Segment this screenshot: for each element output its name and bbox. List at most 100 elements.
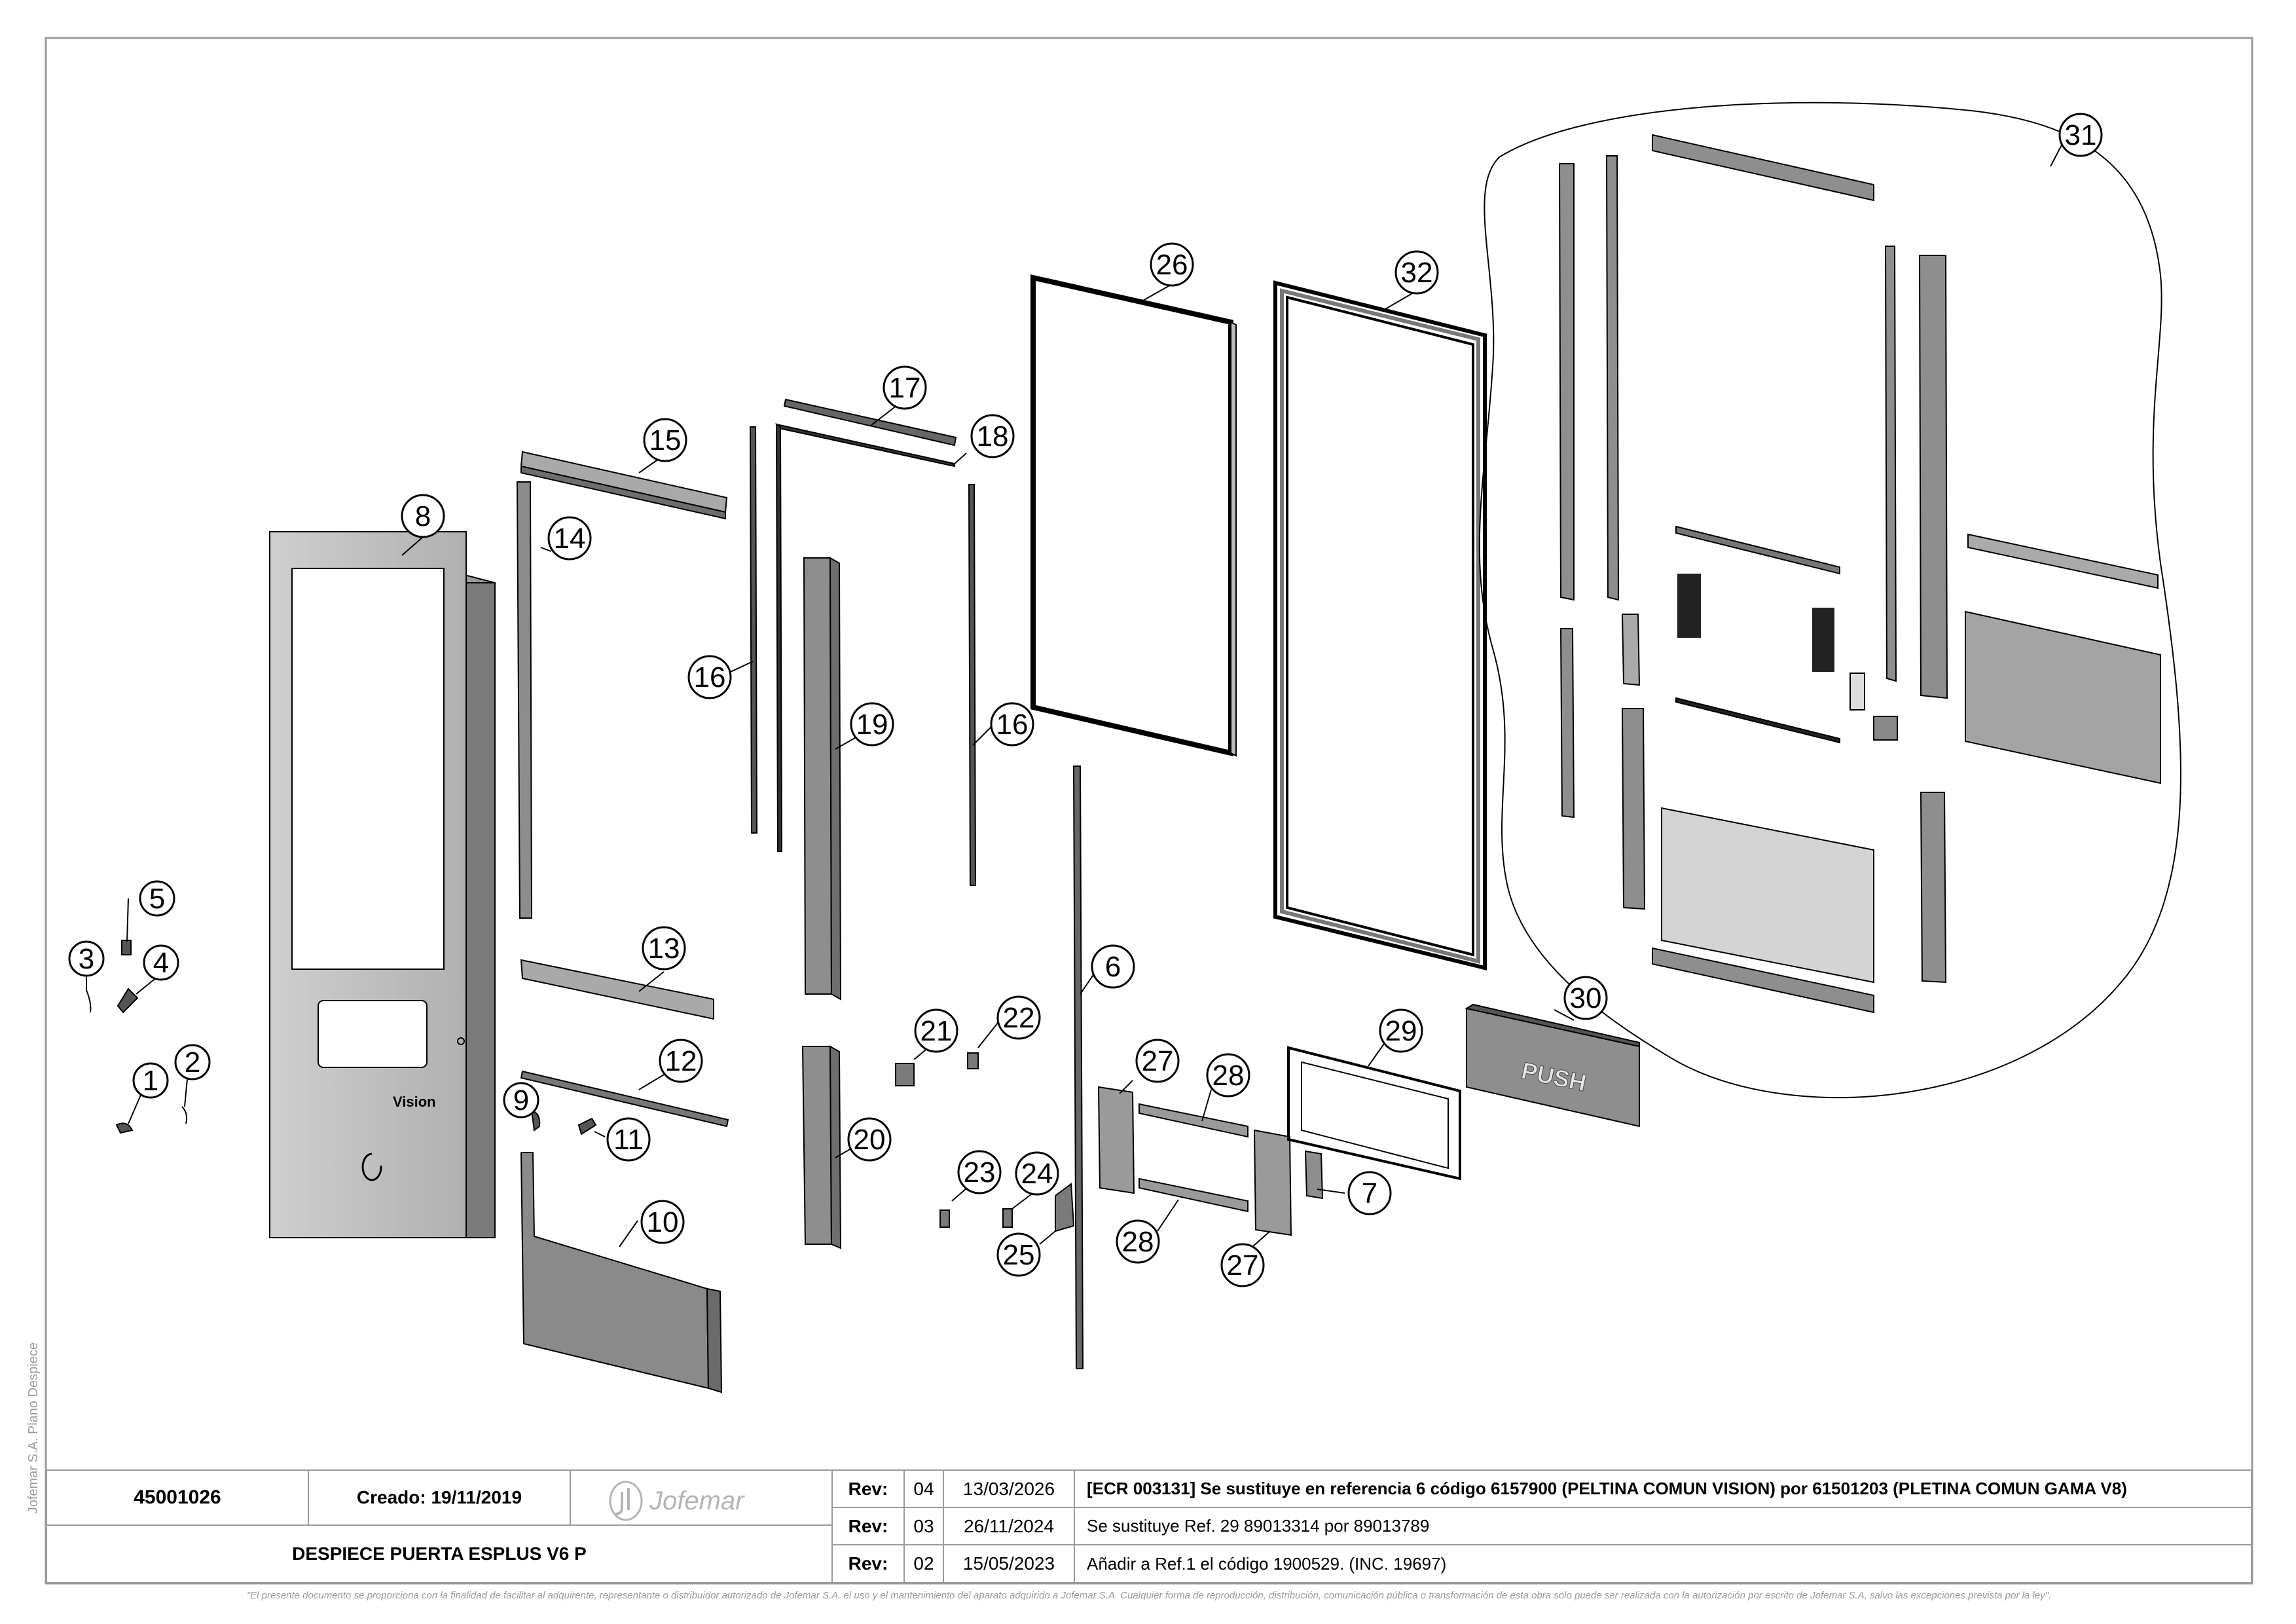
callout-7: 7 (1347, 1171, 1392, 1215)
part-push-panel: PUSH (1465, 1003, 1640, 1128)
part-common-bar (1072, 766, 1084, 1369)
company-logo: Jofemar (608, 1475, 797, 1527)
legal-disclaimer: "El presente documento se proporciona co… (246, 1590, 2052, 1601)
callout-15: 15 (643, 418, 687, 462)
part-lower-panel (520, 1152, 723, 1393)
svg-text:27: 27 (1227, 1249, 1259, 1282)
sheet-border (45, 37, 2253, 1585)
rev-number: 02 (905, 1545, 944, 1582)
callout-21: 21 (914, 1008, 958, 1053)
svg-text:16: 16 (694, 661, 726, 693)
title-block: 45001026 Creado: 19/11/2019 DESPIECE PUE… (46, 1469, 2252, 1583)
svg-text:29: 29 (1385, 1015, 1417, 1047)
rev-description: Añadir a Ref.1 el código 1900529. (INC. … (1087, 1553, 1447, 1574)
logo-cell (571, 1471, 833, 1526)
callout-8: 8 (401, 494, 445, 538)
callout-24: 24 (1015, 1151, 1059, 1196)
rev-label: Rev: (833, 1545, 905, 1582)
part-lock-profile (801, 1045, 842, 1249)
door-brand-text: Vision (393, 1094, 436, 1110)
svg-text:13: 13 (648, 932, 680, 965)
svg-text:9: 9 (513, 1084, 529, 1116)
part-glass-pane (1030, 274, 1237, 757)
part-gasket-frame (1273, 280, 1487, 970)
rev-number: 03 (905, 1508, 944, 1545)
part-small-hardware (86, 940, 188, 1134)
svg-text:19: 19 (856, 709, 888, 741)
part-window-frame (1287, 1046, 1461, 1181)
callout-20: 20 (847, 1117, 892, 1162)
callout-23: 23 (957, 1150, 1002, 1194)
svg-text:7: 7 (1362, 1177, 1377, 1209)
callout-25: 25 (996, 1232, 1041, 1277)
svg-text:32: 32 (1401, 257, 1433, 289)
svg-text:23: 23 (964, 1156, 996, 1189)
drawing-code: 45001026 (47, 1471, 309, 1526)
callout-1: 1 (132, 1062, 169, 1099)
callout-30: 30 (1563, 976, 1608, 1020)
callout-22: 22 (996, 995, 1041, 1040)
svg-text:25: 25 (1003, 1239, 1035, 1271)
callout-27-bottom: 27 (1220, 1243, 1265, 1287)
callout-19: 19 (850, 702, 894, 747)
rev-description: [ECR 003131] Se sustituye en referencia … (1075, 1471, 2251, 1508)
side-note: Jofemar S.A. Plano Despiece (26, 1342, 41, 1514)
part-latches (895, 1052, 1075, 1232)
callout-16-left: 16 (687, 655, 732, 699)
logo-wordmark: Jofemar (649, 1486, 744, 1515)
part-vertical-strip-left (516, 481, 533, 919)
rev-label: Rev: (833, 1508, 905, 1545)
callout-28-bottom: 28 (1116, 1219, 1160, 1264)
callout-9: 9 (503, 1082, 539, 1118)
callout-16-right: 16 (990, 702, 1034, 747)
svg-text:24: 24 (1021, 1158, 1053, 1190)
rev-date: 15/05/2023 (944, 1545, 1075, 1582)
callout-5: 5 (139, 880, 175, 917)
part-kit-group (1478, 101, 2181, 1099)
callout-28-top: 28 (1206, 1053, 1250, 1098)
svg-text:15: 15 (649, 424, 682, 456)
svg-text:21: 21 (920, 1015, 953, 1047)
svg-text:14: 14 (554, 523, 586, 555)
rev-description: Se sustituye Ref. 29 89013314 por 890137… (1075, 1508, 2251, 1545)
callout-12: 12 (659, 1039, 703, 1083)
part-clips (530, 1109, 597, 1135)
callout-18: 18 (970, 414, 1015, 458)
part-vertical-profile (803, 557, 842, 1001)
svg-text:26: 26 (1156, 249, 1188, 281)
callout-6: 6 (1091, 944, 1135, 989)
svg-text:6: 6 (1105, 951, 1121, 983)
part-small-plate (1304, 1150, 1324, 1200)
svg-text:31: 31 (2065, 119, 2097, 151)
svg-text:12: 12 (665, 1045, 697, 1077)
part-side-brackets (1097, 1086, 1292, 1236)
svg-text:10: 10 (647, 1206, 679, 1238)
callout-4: 4 (143, 944, 179, 981)
drawing-title: DESPIECE PUERTA ESPLUS V6 P (47, 1526, 833, 1582)
part-top-rail (520, 451, 728, 520)
svg-text:5: 5 (149, 883, 165, 915)
svg-text:28: 28 (1212, 1060, 1245, 1092)
part-door-frame: Vision (269, 531, 496, 1238)
callout-13: 13 (642, 926, 686, 970)
part-glass-frame-assembly (749, 398, 977, 886)
svg-text:17: 17 (889, 372, 921, 404)
callout-17: 17 (883, 365, 927, 410)
part-thin-bar (520, 1070, 729, 1128)
rev-date: 26/11/2024 (944, 1508, 1075, 1545)
rev-label: Rev: (833, 1471, 905, 1508)
rev-number: 04 (905, 1471, 944, 1508)
svg-text:11: 11 (613, 1124, 644, 1156)
callout-27-top: 27 (1135, 1039, 1180, 1083)
callout-3: 3 (68, 940, 105, 977)
svg-text:16: 16 (996, 709, 1029, 741)
part-middle-rail (520, 959, 714, 1020)
svg-text:1: 1 (143, 1065, 158, 1097)
svg-text:8: 8 (415, 500, 431, 532)
svg-text:30: 30 (1570, 982, 1602, 1014)
svg-text:18: 18 (977, 420, 1009, 452)
svg-text:22: 22 (1003, 1002, 1035, 1034)
callout-29: 29 (1379, 1008, 1423, 1053)
